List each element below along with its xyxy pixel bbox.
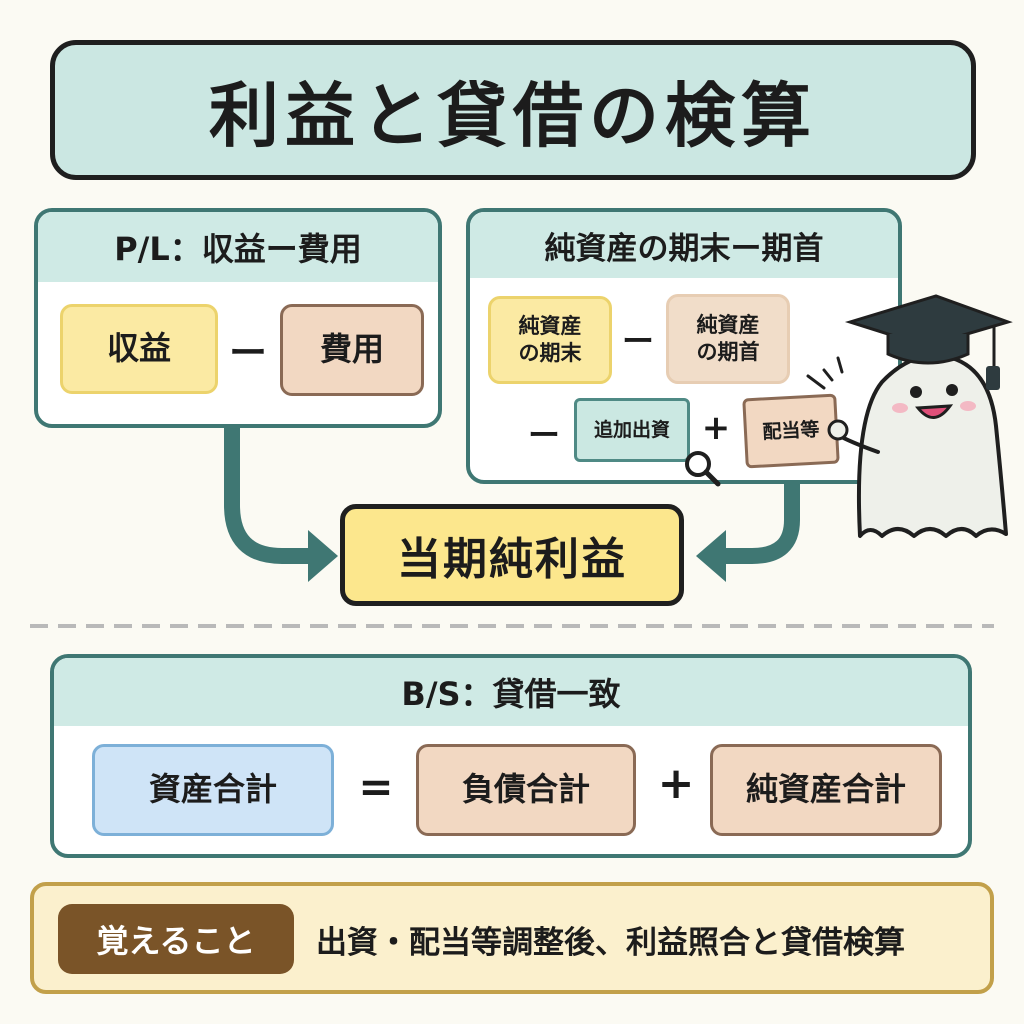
net-assets-panel-heading: 純資産の期末ー期首 — [470, 212, 898, 278]
footer-text: 出資・配当等調整後、利益照合と貸借検算 — [316, 924, 905, 961]
net-assets-begin-box: 純資産 の期首 — [666, 294, 790, 384]
na-plus-operator: + — [701, 408, 731, 448]
footer-note: 覚えること 出資・配当等調整後、利益照合と貸借検算 — [30, 882, 994, 994]
magnifier-icon — [685, 451, 721, 487]
pl-panel-heading: P/L：収益ー費用 — [38, 212, 438, 282]
na-minus-operator: ー — [621, 322, 654, 360]
dividend-box: 配当等 — [742, 393, 840, 469]
title-banner: 利益と貸借の検算 — [50, 40, 976, 180]
remember-badge: 覚えること — [58, 904, 294, 974]
dashed-divider — [30, 624, 994, 628]
net-assets-end-box: 純資産 の期末 — [488, 296, 612, 384]
net-income-box: 当期純利益 — [340, 504, 684, 606]
bs-equals-operator: = — [358, 762, 394, 811]
pl-minus-operator: ー — [228, 331, 267, 375]
expense-box: 費用 — [280, 304, 424, 396]
arrow-head-right — [696, 530, 726, 582]
bs-panel-heading: B/S：貸借一致 — [54, 658, 968, 726]
total-assets-box: 資産合計 — [92, 744, 334, 836]
pl-panel: P/L：収益ー費用 収益 ー 費用 — [34, 208, 442, 428]
ghost-mascot — [806, 294, 1013, 538]
bs-plus-operator: + — [657, 758, 695, 809]
revenue-box: 収益 — [60, 304, 218, 394]
graduation-cap-icon — [844, 294, 1013, 390]
page-title: 利益と貸借の検算 — [209, 74, 817, 157]
arrow-from-na — [722, 482, 800, 564]
arrow-from-pl — [224, 425, 312, 564]
arrow-head-left — [308, 530, 338, 582]
na-minus-operator-2: ー — [527, 416, 560, 454]
total-liabilities-box: 負債合計 — [416, 744, 636, 836]
net-assets-panel: 純資産の期末ー期首 純資産 の期末 ー 純資産 の期首 ー 追加出資 + 配当等 — [466, 208, 902, 484]
additional-capital-box: 追加出資 — [574, 398, 690, 462]
bs-panel: B/S：貸借一致 資産合計 = 負債合計 + 純資産合計 — [50, 654, 972, 858]
total-net-assets-box: 純資産合計 — [710, 744, 942, 836]
